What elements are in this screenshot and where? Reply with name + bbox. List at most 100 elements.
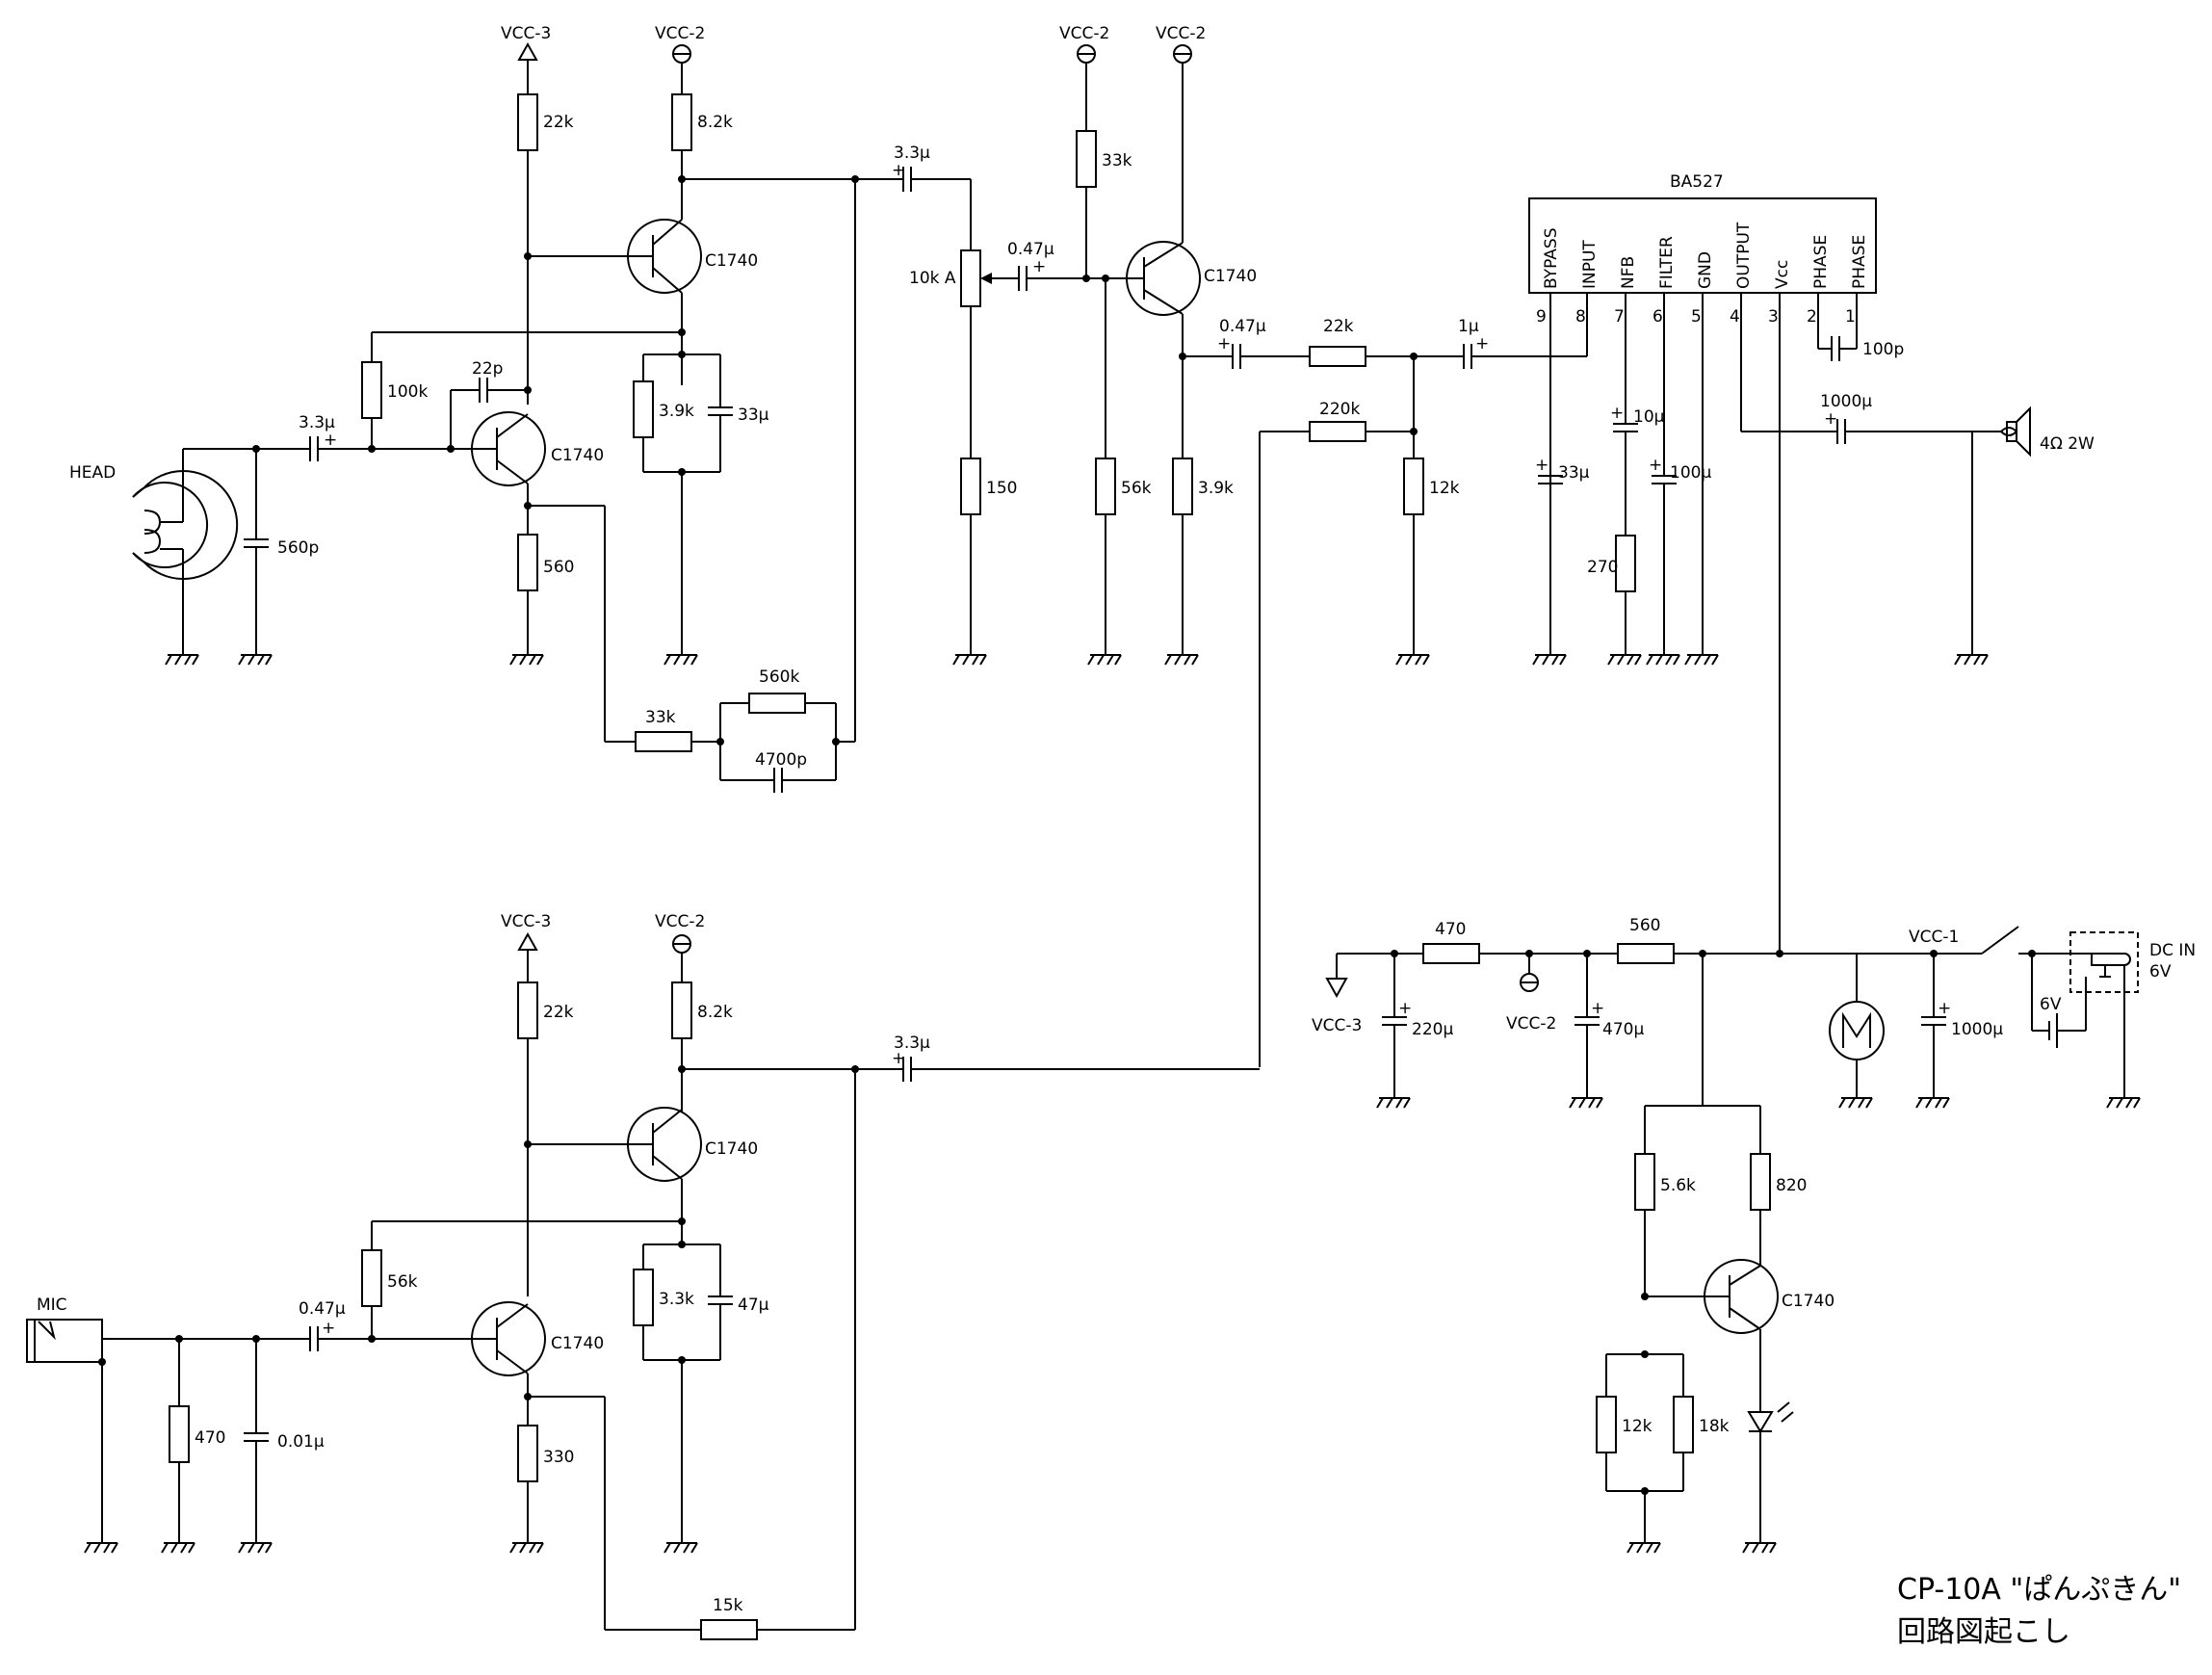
label-r33k-fb: 33k: [645, 708, 676, 727]
label-r560k: 560k: [759, 667, 799, 687]
diagram-title-line1: CP-10A "ぱんぷきん": [1897, 1573, 2181, 1607]
label-vcc2-mic: VCC-2: [655, 912, 705, 931]
label-speaker: 4Ω 2W: [2040, 434, 2095, 454]
svg-text:+: +: [1032, 257, 1046, 276]
label-q2-mic: C1740: [705, 1139, 758, 1159]
label-q1-mic: C1740: [551, 1334, 604, 1353]
label-q1-head: C1740: [551, 446, 604, 465]
ic-pin-9-name: PHASE: [1850, 235, 1869, 289]
label-r33k-mid: 33k: [1102, 151, 1132, 170]
svg-text:+: +: [1610, 404, 1624, 423]
ic-pin-6-num: 4: [1730, 307, 1740, 327]
label-r82k-mic: 8.2k: [697, 1003, 733, 1022]
label-r82k-head: 8.2k: [697, 113, 733, 132]
label-r39k-mid: 3.9k: [1198, 479, 1234, 498]
ic-pin-2-num: 8: [1575, 307, 1586, 327]
label-c33u-e: 33μ: [738, 406, 769, 425]
svg-text:+: +: [322, 1319, 335, 1338]
label-r56k-mid: 56k: [1121, 479, 1152, 498]
svg-text:+: +: [1398, 999, 1412, 1018]
label-c33u-out: 3.3μ: [894, 144, 930, 163]
label-c22p: 22p: [472, 359, 503, 379]
ic-pin-5-name: GND: [1696, 251, 1715, 289]
label-c100p: 100p: [1862, 340, 1904, 359]
mic-preamp: + +: [26, 933, 1260, 1640]
svg-text:+: +: [1824, 409, 1837, 429]
label-c1u: 1μ: [1458, 317, 1479, 336]
mixer: +: [1259, 334, 1550, 1067]
label-r150: 150: [986, 479, 1017, 498]
label-r560: 560: [543, 558, 574, 577]
power-supply: + + +: [1325, 926, 2141, 1554]
ic-pin-6-name: OUTPUT: [1734, 222, 1754, 289]
label-c100u: 100μ: [1670, 463, 1711, 483]
svg-text:+: +: [1649, 456, 1662, 475]
label-r33k-mic-e: 3.3k: [659, 1290, 694, 1309]
label-vcc3-top: VCC-3: [501, 24, 551, 43]
label-r560-pwr: 560: [1629, 916, 1660, 935]
label-c33u-bypass: 33μ: [1558, 463, 1590, 483]
ba527-labels: BA527 BYPASS INPUT NFB FILTER GND OUTPUT…: [1536, 172, 2095, 577]
label-vcc3-mic: VCC-3: [501, 912, 551, 931]
svg-text:+: +: [324, 431, 337, 450]
head-preamp: +: [132, 43, 971, 793]
label-r56k-pwr: 5.6k: [1660, 1176, 1696, 1195]
ic-pin-4-name: FILTER: [1657, 236, 1677, 289]
ic-pin-4-num: 6: [1652, 307, 1663, 327]
ic-pin-3-num: 7: [1614, 307, 1625, 327]
label-q-pwr: C1740: [1782, 1292, 1835, 1311]
ic-pin-8-num: 2: [1807, 307, 1817, 327]
head-preamp-labels: VCC-3 VCC-2 22k 8.2k C1740 C1740 100k 22…: [69, 24, 930, 770]
label-c1000u-out: 1000μ: [1820, 392, 1872, 411]
label-c047-out: 0.47μ: [1219, 317, 1266, 336]
label-r22k-mic: 22k: [543, 1003, 574, 1022]
label-c47u: 47μ: [738, 1296, 769, 1315]
ic-pin-9-num: 1: [1845, 307, 1856, 327]
label-c560p: 560p: [277, 538, 319, 558]
svg-text:+: +: [1535, 456, 1548, 475]
label-r15k: 15k: [713, 1596, 743, 1615]
label-r270: 270: [1587, 558, 1618, 577]
diagram-title-line2: 回路図起こし: [1897, 1615, 2070, 1649]
svg-text:+: +: [892, 161, 905, 180]
mixer-labels: 22k 220k 12k 1μ: [1319, 317, 1479, 498]
label-vcc1: VCC-1: [1909, 928, 1959, 947]
label-r12k-pwr: 12k: [1622, 1417, 1652, 1436]
label-q2-head: C1740: [705, 251, 758, 271]
label-c470u: 470μ: [1602, 1020, 1644, 1039]
label-c4700p: 4700p: [755, 750, 807, 770]
label-c10u: 10μ: [1633, 407, 1665, 427]
second-stage-labels: 10k A 150 0.47μ VCC-2 VCC-2 33k 56k 3.9k…: [909, 24, 1266, 498]
label-dc-6v: 6V: [2149, 962, 2172, 981]
label-vcc3-pwr: VCC-3: [1312, 1016, 1362, 1035]
label-c33u-in: 3.3μ: [299, 413, 335, 432]
second-stage: + +: [952, 44, 1310, 666]
label-r100k: 100k: [387, 382, 428, 402]
label-dc-in: DC IN: [2149, 941, 2196, 960]
label-r820: 820: [1776, 1176, 1807, 1195]
label-pot: 10k A: [909, 269, 956, 288]
label-r470-pwr: 470: [1435, 920, 1466, 939]
label-battery-6v: 6V: [2040, 995, 2062, 1014]
label-c001: 0.01μ: [277, 1432, 325, 1452]
label-c220u: 220μ: [1412, 1020, 1453, 1039]
label-r330: 330: [543, 1448, 574, 1467]
ic-pin-1-num: 9: [1536, 307, 1547, 327]
label-c047-mic: 0.47μ: [299, 1299, 346, 1319]
svg-text:+: +: [1938, 999, 1951, 1018]
label-r220k: 220k: [1319, 400, 1360, 419]
ic-name: BA527: [1670, 172, 1724, 192]
ic-pin-7-num: 3: [1768, 307, 1779, 327]
label-r22k-mix: 22k: [1323, 317, 1354, 336]
ba527-ic: + + + +: [1528, 197, 2031, 954]
label-head: HEAD: [69, 463, 116, 483]
label-c1000u-pwr: 1000μ: [1951, 1020, 2003, 1039]
label-r56k-mic: 56k: [387, 1272, 418, 1292]
label-r22k-head: 22k: [543, 113, 574, 132]
label-r12k-mix: 12k: [1429, 479, 1460, 498]
label-mic: MIC: [37, 1296, 67, 1315]
ic-pin-2-name: INPUT: [1580, 240, 1600, 289]
label-q-mid: C1740: [1204, 267, 1257, 286]
label-vcc2-mid1: VCC-2: [1059, 24, 1109, 43]
